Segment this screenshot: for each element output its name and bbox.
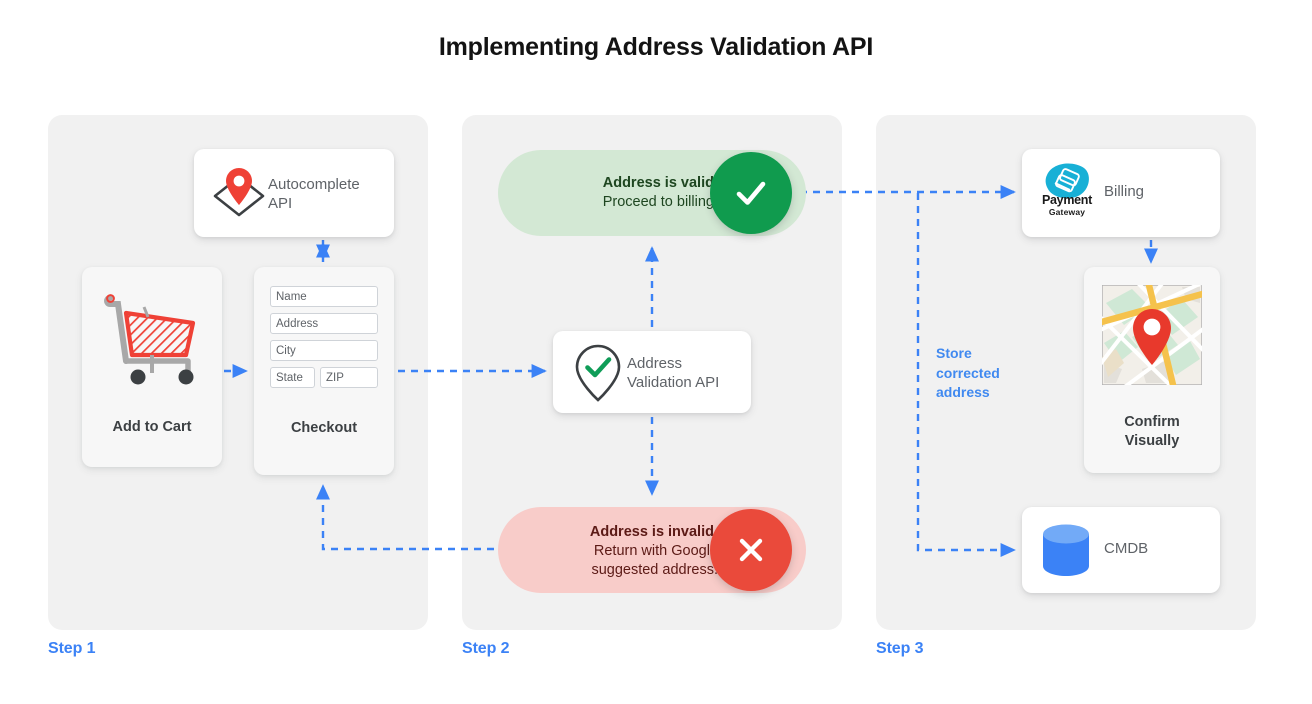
autocomplete-api-card[interactable]: Autocomplete API (194, 149, 394, 237)
valid-check-badge (710, 152, 792, 234)
cmdb-label: CMDB (1104, 540, 1149, 557)
map-pin-envelope-icon (213, 168, 265, 217)
billing-label: Billing (1104, 183, 1145, 200)
check-icon (736, 181, 766, 205)
step-2-label: Step 2 (462, 640, 510, 657)
database-icon (1043, 524, 1089, 576)
address-invalid-text: Address is invalid. Return with Google s… (589, 524, 718, 578)
payment-gateway-logo-line2: Gateway (1048, 207, 1086, 217)
address-validation-api-card[interactable]: Address Validation API (553, 331, 751, 413)
confirm-visually-card[interactable]: Confirm Visually (1084, 267, 1220, 473)
add-to-cart-card[interactable]: Add to Cart (82, 267, 222, 467)
step-3-label: Step 3 (876, 640, 924, 657)
step-1-label: Step 1 (48, 640, 96, 657)
payment-gateway-icon (1045, 163, 1089, 199)
address-field[interactable]: Address (270, 313, 378, 334)
checkout-card[interactable]: Name Address City State ZIP Checkout (254, 267, 394, 475)
name-field[interactable]: Name (270, 286, 378, 307)
shopping-cart-icon (104, 294, 196, 385)
billing-card[interactable]: Payment Gateway Billing (1022, 149, 1220, 237)
page-title: Implementing Address Validation API (438, 33, 874, 61)
payment-gateway-logo-line1: Payment (1041, 193, 1092, 207)
zip-field[interactable]: ZIP (320, 367, 378, 388)
close-x-icon (739, 538, 763, 562)
address-valid-text: Address is valid. Proceed to billing. (602, 175, 718, 210)
invalid-x-badge (710, 509, 792, 591)
confirm-visually-label: Confirm Visually (1124, 414, 1180, 449)
map-thumbnail-icon (1102, 285, 1202, 385)
address-validation-api-text: Address Validation API (627, 355, 720, 391)
store-corrected-address-note: Store corrected address (936, 345, 1000, 400)
state-field[interactable]: State (270, 367, 315, 388)
city-field[interactable]: City (270, 340, 378, 361)
autocomplete-api-text: Autocomplete API (268, 176, 360, 212)
cmdb-card[interactable]: CMDB (1022, 507, 1220, 593)
checkout-label: Checkout (290, 420, 358, 436)
add-to-cart-label: Add to Cart (112, 419, 192, 435)
pin-check-icon (575, 344, 621, 402)
